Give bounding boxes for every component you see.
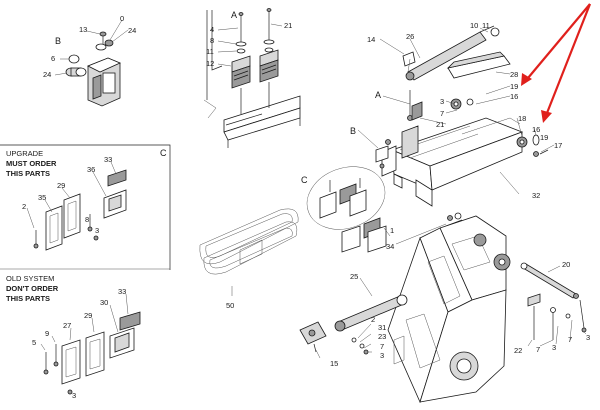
- red-arrowhead-icon: [541, 110, 552, 123]
- upgrade-letter: C: [160, 148, 167, 158]
- callout-19: 19: [540, 133, 548, 142]
- callout-2: 2: [371, 315, 375, 324]
- callout-7: 7: [536, 345, 540, 354]
- callout-2: 2: [22, 202, 26, 211]
- upgrade-title: UPGRADE: [6, 149, 43, 158]
- old-system-panel: OLD SYSTEM DON'T ORDER THIS PARTS 5 9 27…: [6, 274, 141, 400]
- callout-30: 30: [100, 298, 108, 307]
- callout-36: 36: [87, 165, 95, 174]
- callout-19: 19: [510, 82, 518, 91]
- callout-4: 4: [210, 25, 214, 34]
- loop-assembly-50: 50: [199, 208, 299, 310]
- callout-8: 8: [85, 215, 89, 224]
- callout-16: 16: [532, 125, 540, 134]
- callout-18: 18: [518, 114, 526, 123]
- upgrade-panel: UPGRADE MUST ORDER THIS PARTS C 2 35 29 …: [0, 144, 171, 270]
- red-arrow-icon: [527, 3, 591, 79]
- callout-23: 23: [378, 332, 386, 341]
- callout-7: 7: [568, 335, 572, 344]
- callout-12: 12: [206, 59, 214, 68]
- old-system-this-parts: THIS PARTS: [6, 294, 50, 303]
- callout-17: 17: [554, 141, 562, 150]
- callout-31: 31: [378, 323, 386, 332]
- callout-10: 10: [470, 21, 478, 30]
- callout-24: 24: [43, 70, 51, 79]
- red-arrow-icon: [545, 3, 592, 114]
- callout-15: 15: [330, 359, 338, 368]
- callout-3: 3: [72, 391, 76, 400]
- detail-a-letter: A: [231, 10, 237, 20]
- callout-24: 24: [128, 26, 136, 35]
- upgrade-this-parts: THIS PARTS: [6, 169, 50, 178]
- callout-0: 0: [120, 14, 124, 23]
- upgrade-must-order: MUST ORDER: [6, 159, 57, 168]
- callout-5: 5: [32, 338, 36, 347]
- callout-14: 14: [367, 35, 375, 44]
- callout-29: 29: [57, 181, 65, 190]
- callout-34: 34: [386, 242, 394, 251]
- callout-3: 3: [440, 97, 444, 106]
- callout-28: 28: [510, 70, 518, 79]
- detail-b-letter: B: [55, 36, 61, 46]
- callout-11: 11: [206, 47, 214, 56]
- callout-7: 7: [380, 342, 384, 351]
- callout-20: 20: [562, 260, 570, 269]
- highlight-arrows: [521, 3, 592, 123]
- callout-B: B: [350, 126, 356, 136]
- callout-35: 35: [38, 193, 46, 202]
- detail-b-group: B 13 0 24 6 24: [43, 14, 136, 107]
- callout-1: 1: [390, 226, 394, 235]
- callout-8: 8: [210, 36, 214, 45]
- callout-33: 33: [104, 155, 112, 164]
- main-assembly: 14 26 10 11 28 19 A 3 16 7 21 18 B 16 19…: [299, 21, 590, 404]
- callout-3: 3: [95, 226, 99, 235]
- callout-11: 11: [482, 21, 490, 30]
- callout-6: 6: [51, 54, 55, 63]
- callout-C: C: [301, 175, 308, 185]
- red-arrowhead-icon: [521, 73, 532, 86]
- callout-3: 3: [380, 351, 384, 360]
- callout-9: 9: [45, 329, 49, 338]
- callout-22: 22: [514, 346, 522, 355]
- callout-26: 26: [406, 32, 414, 41]
- callout-29: 29: [84, 311, 92, 320]
- callout-33: 33: [118, 287, 126, 296]
- callout-32: 32: [532, 191, 540, 200]
- callout-3: 3: [552, 343, 556, 352]
- callout-7: 7: [440, 109, 444, 118]
- callout-13: 13: [79, 25, 87, 34]
- detail-a-group: A 4 8 11 12 21: [203, 8, 301, 148]
- callout-21: 21: [436, 120, 444, 129]
- old-system-title: OLD SYSTEM: [6, 274, 54, 283]
- callout-3: 3: [586, 333, 590, 342]
- old-system-dont-order: DON'T ORDER: [6, 284, 59, 293]
- callout-27: 27: [63, 321, 71, 330]
- callout-A: A: [375, 90, 381, 100]
- callout-16: 16: [510, 92, 518, 101]
- callout-25: 25: [350, 272, 358, 281]
- callout-50: 50: [226, 301, 234, 310]
- callout-21: 21: [284, 21, 292, 30]
